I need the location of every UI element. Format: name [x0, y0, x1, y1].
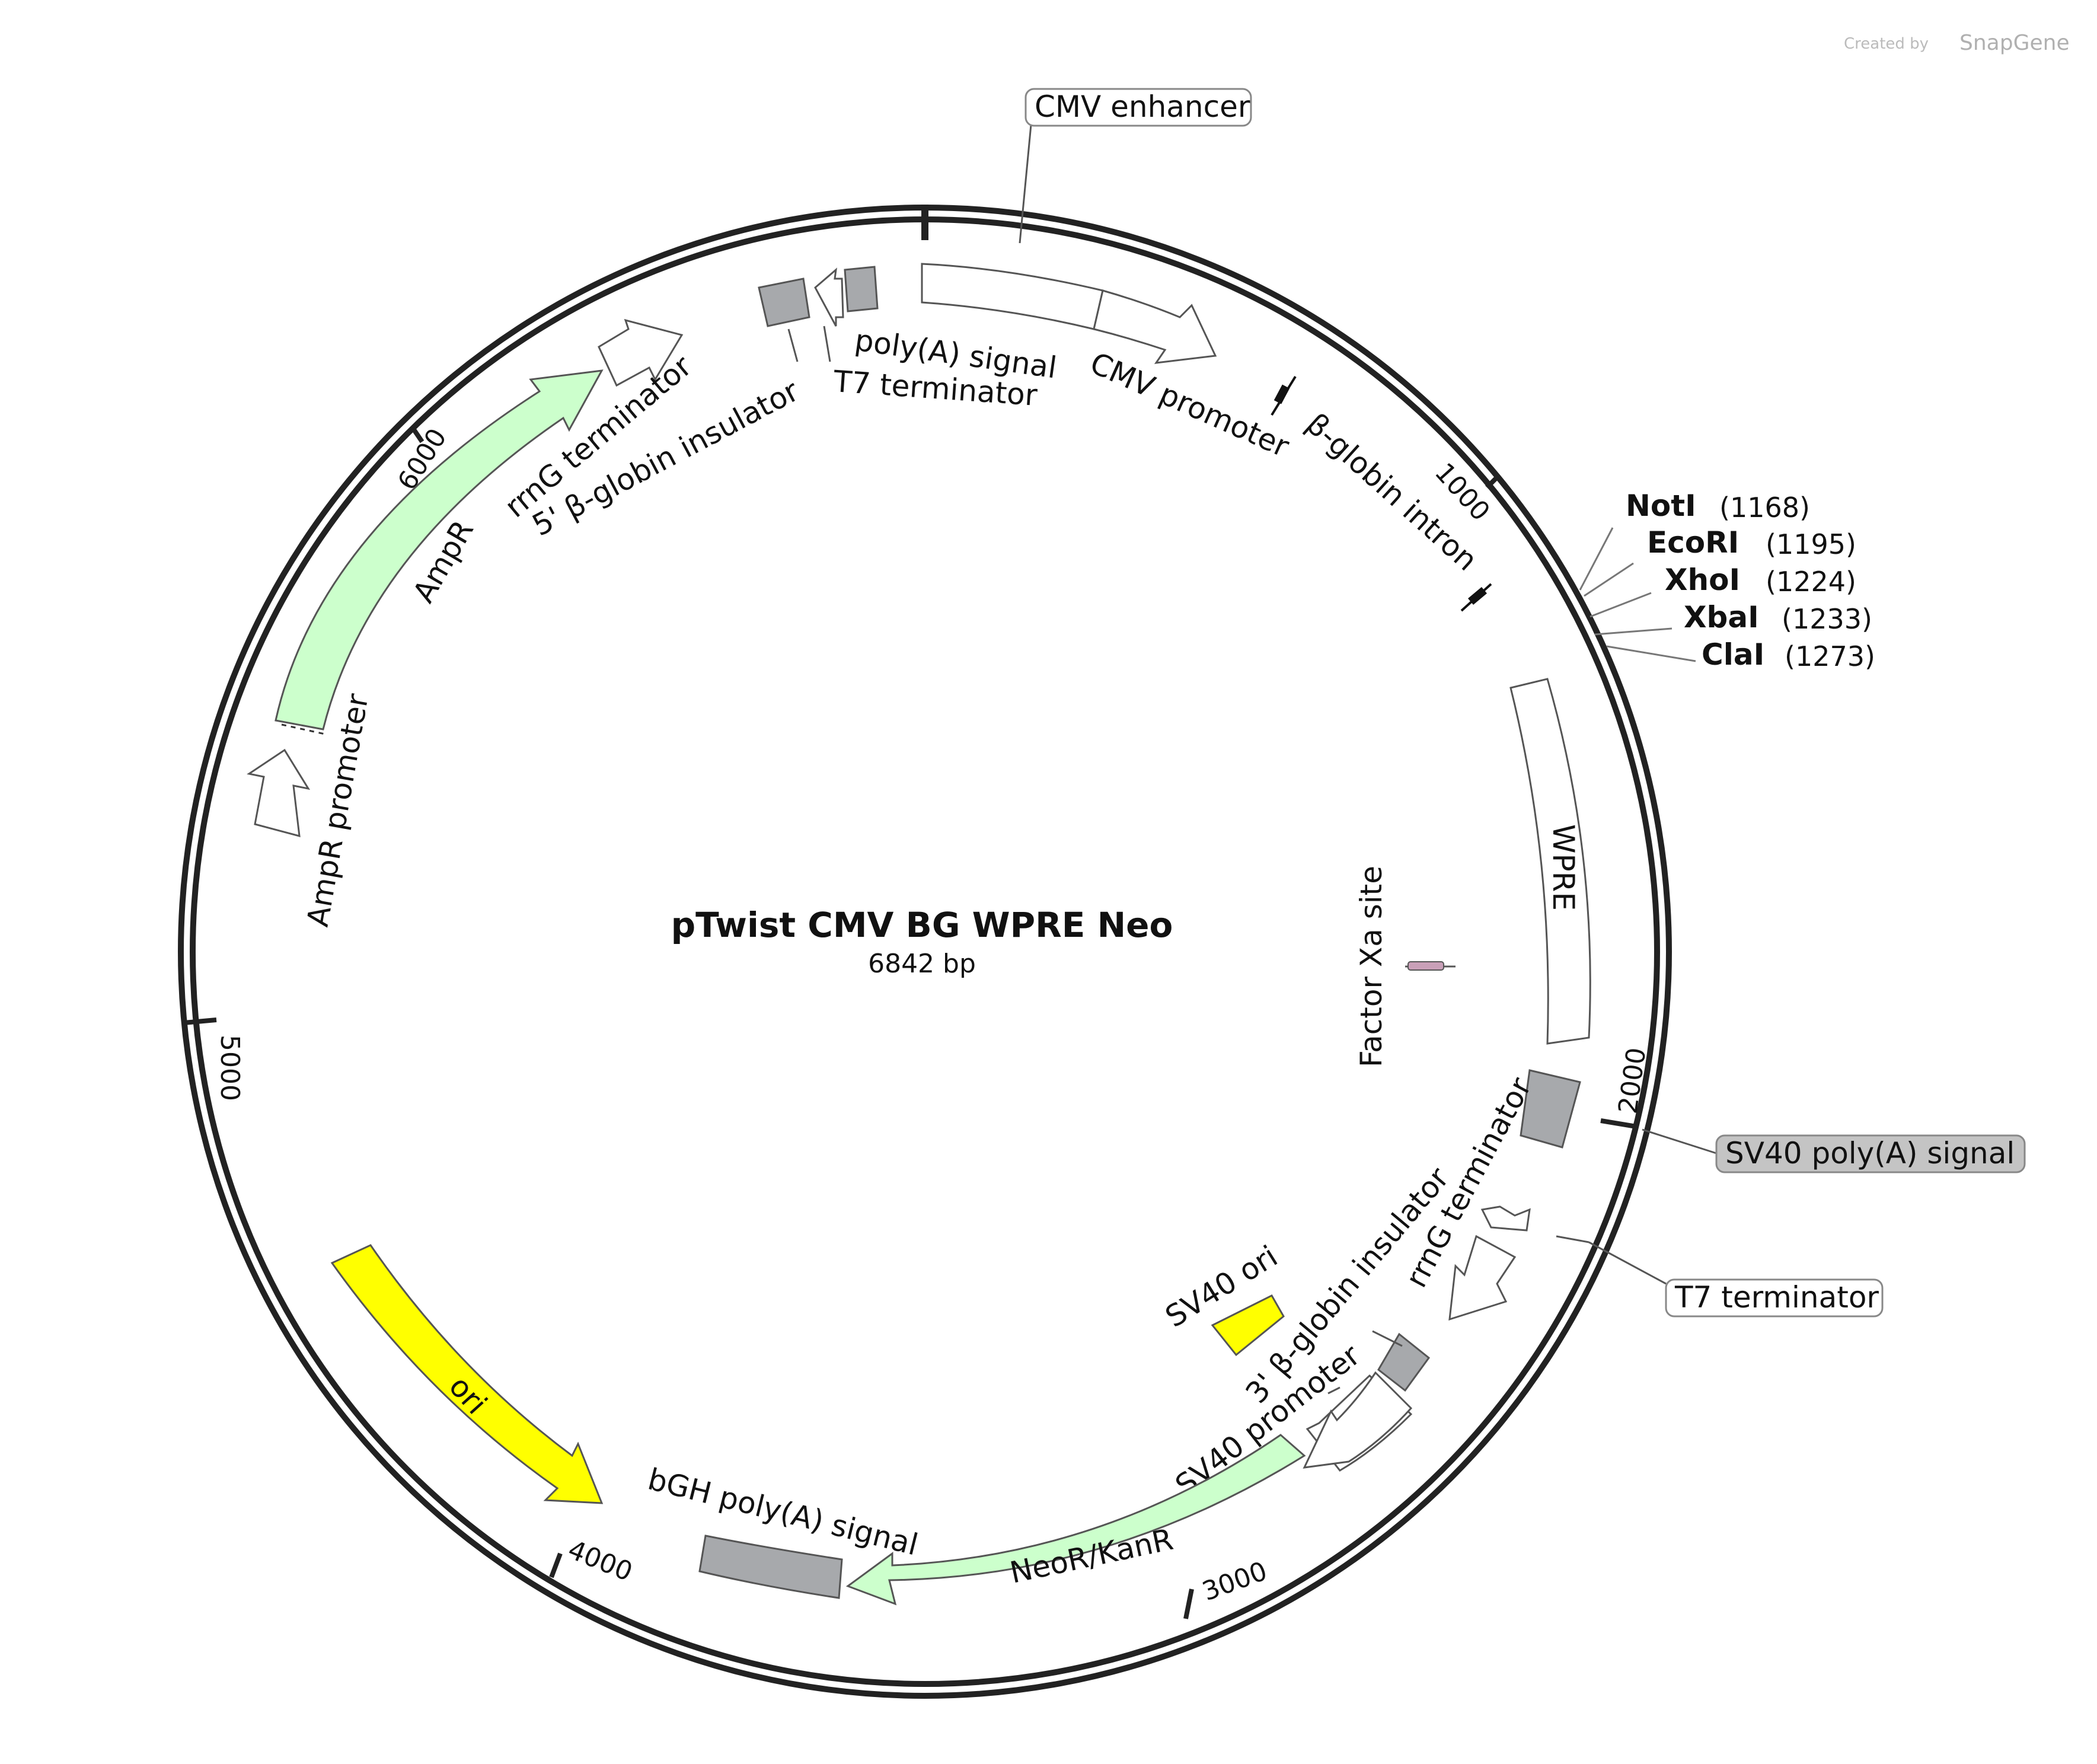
plasmid-size: 6842 bp — [868, 949, 976, 979]
sv40-polya-feature[interactable] — [1520, 1069, 1581, 1149]
enzyme-xbai[interactable]: XbaI (1233) — [1684, 600, 1872, 635]
enzyme-name: XbaI — [1684, 600, 1759, 634]
factor-xa-feature[interactable] — [1405, 961, 1456, 971]
cmv-enhancer-shape[interactable] — [921, 263, 1104, 330]
sv40-polya-leader — [1642, 1128, 1717, 1154]
ampr-promoter-arrow[interactable] — [247, 748, 311, 838]
clai-leader — [1606, 645, 1696, 662]
cmv-feature[interactable] — [921, 263, 1217, 364]
bglobin-intron-end-line — [1460, 583, 1492, 612]
bglobin-3-insulator-feature[interactable] — [1377, 1332, 1431, 1392]
plasmid-title-group: pTwist CMV BG WPRE Neo 6842 bp — [671, 905, 1173, 979]
wpre-label: WPRE — [1546, 824, 1581, 911]
enzyme-position: (1224) — [1766, 566, 1856, 598]
credit-brand: SnapGene — [1959, 31, 2070, 55]
tick-6000 — [410, 425, 424, 444]
t7-terminator-2-leader — [823, 326, 831, 362]
ecori-leader — [1584, 562, 1634, 597]
xbai-leader — [1594, 627, 1673, 636]
snapgene-credit: Created by SnapGene — [1844, 31, 2070, 55]
sv40-promoter-outline-helper — [1306, 1374, 1413, 1472]
cmv-enhancer-box — [1024, 88, 1252, 127]
enzyme-ecori[interactable]: EcoRI (1195) — [1647, 525, 1856, 560]
restriction-sites: NotI (1168) EcoRI (1195) XhoI (1224) Xba… — [1579, 489, 1875, 672]
t7-terminator-1-box — [1665, 1278, 1884, 1318]
tick-label-2000: 2000 — [1613, 1046, 1652, 1116]
t7-terminator-1-leader — [1556, 1235, 1589, 1243]
tick-3000 — [1183, 1588, 1194, 1619]
ampr-arrow[interactable] — [275, 369, 604, 731]
sv40-ori-feature[interactable] — [1211, 1294, 1285, 1357]
enzyme-name: NotI — [1626, 489, 1696, 523]
t7-terminator-1-callout[interactable]: T7 terminator — [1665, 1278, 1884, 1318]
bglobin-intron-feature[interactable] — [1271, 375, 1492, 612]
enzyme-position: (1273) — [1785, 640, 1875, 672]
cmv-promoter-arrow[interactable] — [1093, 289, 1217, 364]
credit-prefix: Created by — [1844, 35, 1929, 53]
tick-label-5000: 5000 — [215, 1035, 245, 1101]
t7-terminator-1-feature[interactable] — [1480, 1205, 1531, 1232]
bglobin-intron-start-mark — [1273, 384, 1290, 404]
t7-terminator-1-leader-2 — [1588, 1241, 1667, 1285]
cmv-enhancer-label: CMV enhancer — [1035, 90, 1250, 124]
cmv-enhancer-leader — [1019, 118, 1033, 244]
plasmid-name: pTwist CMV BG WPRE Neo — [671, 905, 1173, 945]
noti-leader — [1579, 527, 1614, 591]
sv40-polya-label: SV40 poly(A) signal — [1725, 1136, 2015, 1170]
sv40-polya-callout[interactable]: SV40 poly(A) signal — [1715, 1134, 2026, 1173]
cmv-promoter-label: CMV promoter — [1085, 346, 1294, 464]
cmv-enhancer-callout[interactable]: CMV enhancer — [1024, 88, 1252, 127]
tick-1000 — [1485, 474, 1501, 489]
t7-terminator-1-label: T7 terminator — [1674, 1280, 1879, 1315]
enzyme-clai[interactable]: ClaI (1273) — [1702, 637, 1875, 672]
enzyme-xhoi[interactable]: XhoI (1224) — [1665, 563, 1856, 598]
tick-label-4000: 4000 — [564, 1535, 637, 1587]
enzyme-name: EcoRI — [1647, 525, 1739, 560]
factor-xa-label: Factor Xa site — [1354, 866, 1389, 1067]
enzyme-noti[interactable]: NotI (1168) — [1626, 489, 1810, 524]
enzyme-position: (1195) — [1766, 528, 1856, 560]
ampr-promoter-boundary — [281, 723, 325, 735]
enzyme-name: XhoI — [1665, 563, 1740, 597]
sv40-promoter-arrow[interactable] — [1303, 1371, 1413, 1469]
enzyme-name: ClaI — [1702, 637, 1764, 672]
xhoi-leader — [1589, 592, 1652, 618]
enzyme-position: (1168) — [1719, 492, 1810, 524]
sv40-polya-box — [1715, 1134, 2026, 1173]
bglobin-5-insulator-leader — [787, 328, 799, 362]
bgh-polya-feature[interactable] — [698, 1535, 843, 1599]
t7-terminator-2-arrow[interactable] — [814, 267, 844, 327]
bglobin-intron-start-line — [1271, 375, 1297, 416]
bglobin-5-insulator-feature[interactable] — [758, 277, 810, 327]
neor-kanr-arrow[interactable] — [845, 1434, 1306, 1606]
tick-5000 — [183, 1017, 217, 1025]
bgh-polya-label: bGH poly(A) signal — [644, 1462, 921, 1562]
polya-signal-feature[interactable] — [844, 266, 879, 312]
factor-xa-mark — [1407, 961, 1444, 971]
enzyme-position: (1233) — [1782, 603, 1872, 635]
ori-arrow[interactable] — [330, 1244, 604, 1504]
wpre-feature[interactable] — [1509, 678, 1591, 1045]
tick-2000 — [1600, 1118, 1637, 1129]
rrng-terminator-2-arrow[interactable] — [598, 318, 684, 387]
bglobin-3-insulator-leader — [1372, 1330, 1403, 1347]
rrng-terminator-1-feature[interactable] — [1448, 1235, 1517, 1321]
tick-4000 — [549, 1552, 563, 1578]
